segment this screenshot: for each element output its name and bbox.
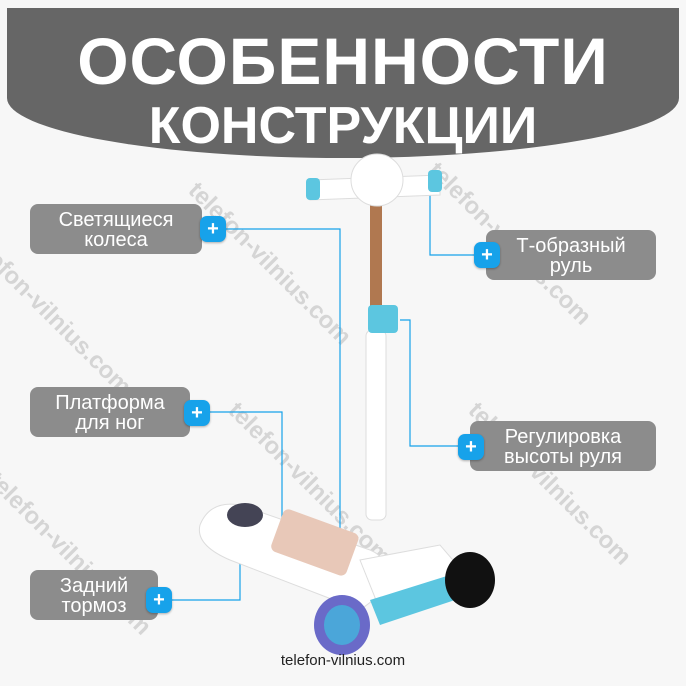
plus-icon[interactable]: + [200,216,226,242]
label-glowing-wheels: Светящиеся колеса [30,204,202,254]
label-height-adjustment: Регулировка высоты руля [470,421,656,471]
rear-brake [227,503,263,527]
wheel-right [445,552,495,608]
footer-website: telefon-vilnius.com [280,652,406,669]
title-line-1: ОСОБЕННОСТИ [77,24,609,98]
plus-icon[interactable]: + [458,434,484,460]
handlebar-hub [350,153,404,207]
base-trim [370,575,455,625]
height-clamp [368,305,398,333]
grip-left [306,178,320,200]
scooter [198,153,495,655]
plus-icon[interactable]: + [474,242,500,268]
grip-right [428,170,442,192]
label-rear-brake: Задний тормоз [30,570,158,620]
label-t-handlebar: Т-образный руль [486,230,656,280]
stem-lower [365,329,387,521]
plus-icon[interactable]: + [146,587,172,613]
stem-upper [370,200,382,310]
deck-print [271,509,359,576]
title-line-2: КОНСТРУКЦИИ [148,97,538,155]
plus-icon[interactable]: + [184,400,210,426]
callout-lines [170,175,480,601]
header-banner: ОСОБЕННОСТИ КОНСТРУКЦИИ [7,8,679,158]
label-footboard: Платформа для ног [30,387,190,437]
